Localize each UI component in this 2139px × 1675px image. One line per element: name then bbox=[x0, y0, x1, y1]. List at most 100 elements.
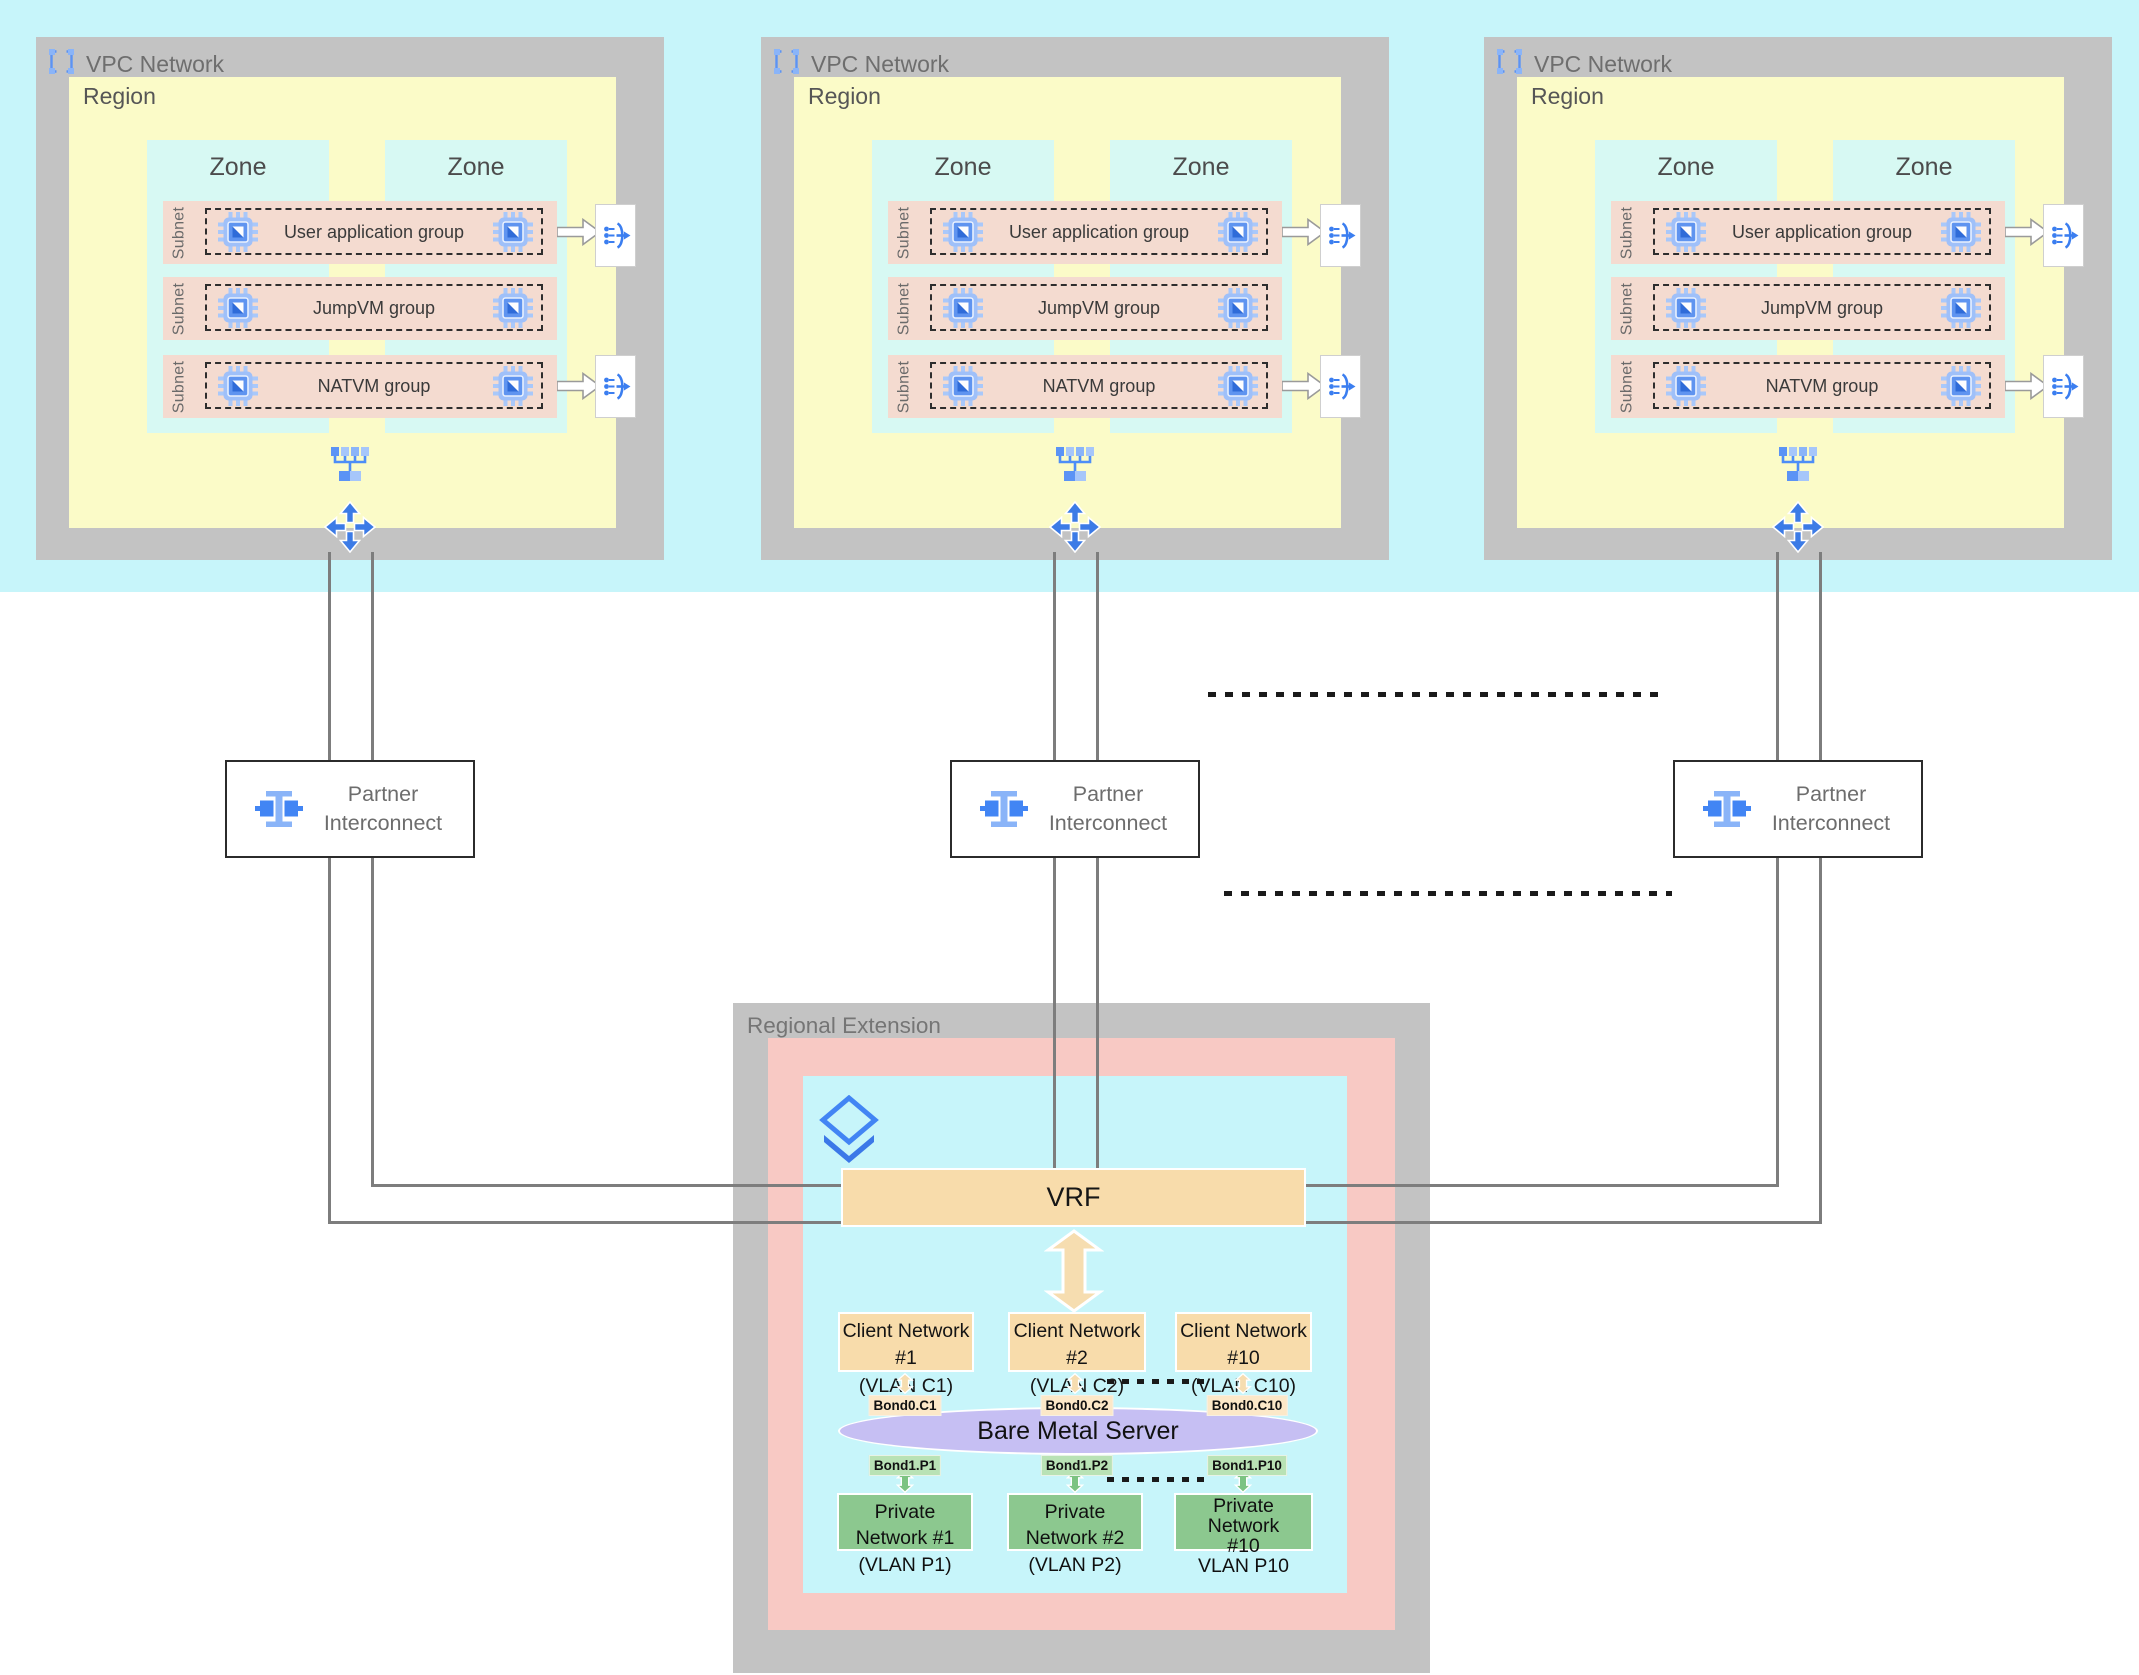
load-balancer-icon bbox=[601, 371, 631, 401]
vm-group-dashed-box bbox=[1653, 362, 1991, 409]
client-network-label: Client Network #10 bbox=[1180, 1320, 1307, 1370]
subnet-row: Subnet NATVM group bbox=[163, 355, 557, 418]
connector-line bbox=[1053, 552, 1056, 762]
vpc-network-block-2: VPC Network Region Zone Zone Subnet User… bbox=[761, 37, 1389, 560]
vpc-network-icon bbox=[48, 48, 75, 75]
region-title: Region bbox=[83, 83, 156, 109]
load-balancer-box bbox=[2043, 355, 2084, 418]
zone-title: Zone bbox=[209, 153, 267, 181]
region-title: Region bbox=[808, 83, 881, 109]
subnet-side-label: Subnet bbox=[1618, 206, 1636, 259]
vpc-network-title: VPC Network bbox=[811, 51, 950, 77]
private-network-label: Private Network #1 bbox=[855, 1501, 955, 1550]
client-network-box-2: Client Network #2 (VLAN C2) bbox=[1008, 1312, 1146, 1397]
dots-separator bbox=[1208, 692, 1666, 697]
bond0-label-2: Bond0.C2 bbox=[1040, 1395, 1114, 1416]
vm-group-dashed-box bbox=[930, 362, 1268, 409]
double-headed-arrow-icon bbox=[1234, 1373, 1252, 1394]
vm-group-dashed-box bbox=[205, 208, 543, 255]
subnet-side-label: Subnet bbox=[170, 360, 188, 413]
vm-group-dashed-box bbox=[930, 284, 1268, 331]
vm-group-label: NATVM group bbox=[317, 376, 431, 396]
client-network-label: Client Network #1 bbox=[842, 1320, 970, 1370]
private-network-label: Private Network bbox=[1207, 1495, 1280, 1537]
private-network-box-2: Private Network #2 (VLAN P2) bbox=[1007, 1493, 1143, 1576]
vm-group-label: User application group bbox=[1731, 222, 1913, 242]
zone-title: Zone bbox=[1172, 153, 1230, 181]
vm-group-dashed-box bbox=[930, 208, 1268, 255]
private-network-box-3: Private Network #10 VLAN P10 bbox=[1174, 1493, 1313, 1576]
region-title: Region bbox=[1531, 83, 1604, 109]
partner-interconnect-box-2: Partner Interconnect bbox=[950, 760, 1200, 858]
connector-line bbox=[1053, 856, 1056, 1170]
vm-group-dashed-box bbox=[205, 284, 543, 331]
connector-line bbox=[328, 1221, 843, 1224]
connector-line bbox=[371, 1184, 843, 1187]
partner-interconnect-label: Partner Interconnect bbox=[323, 781, 443, 835]
vrf-label: VRF bbox=[1046, 1182, 1101, 1212]
partner-interconnect-icon bbox=[1703, 786, 1751, 832]
vrf-bar: VRF bbox=[841, 1168, 1306, 1227]
load-balancer-icon bbox=[601, 220, 631, 250]
private-network-box-1: Private Network #1 (VLAN P1) bbox=[837, 1493, 973, 1576]
vm-group-label: JumpVM group bbox=[1037, 298, 1161, 318]
vm-group-dashed-box bbox=[1653, 284, 1991, 331]
subnet-row: Subnet NATVM group bbox=[1611, 355, 2005, 418]
zone-title: Zone bbox=[1657, 153, 1715, 181]
subnet-side-label: Subnet bbox=[170, 282, 188, 335]
load-balancer-box bbox=[595, 204, 636, 267]
private-network-number: #10 bbox=[1227, 1534, 1260, 1557]
subnet-side-label: Subnet bbox=[895, 282, 913, 335]
vrf-double-arrow-icon bbox=[1044, 1229, 1104, 1313]
connector-line bbox=[371, 552, 374, 762]
connector-line bbox=[328, 552, 331, 762]
vpc-network-title: VPC Network bbox=[1534, 51, 1673, 77]
load-balancer-icon bbox=[1326, 220, 1356, 250]
connector-line bbox=[371, 856, 374, 1187]
subnet-row: Subnet JumpVM group bbox=[163, 277, 557, 340]
connector-line bbox=[328, 856, 331, 1224]
bond0-label-1: Bond0.C1 bbox=[868, 1395, 942, 1416]
vpc-network-block-3: VPC Network Region Zone Zone Subnet User… bbox=[1484, 37, 2112, 560]
connector-line bbox=[1304, 1221, 1822, 1224]
stacked-layers-icon bbox=[818, 1095, 880, 1165]
private-network-label: Private Network #2 bbox=[1025, 1501, 1125, 1550]
vpc-network-icon bbox=[1496, 48, 1523, 75]
partner-interconnect-icon bbox=[980, 786, 1028, 832]
subnet-side-label: Subnet bbox=[895, 206, 913, 259]
private-network-vlan: (VLAN P2) bbox=[1028, 1553, 1122, 1576]
load-balancer-icon bbox=[2049, 220, 2079, 250]
client-network-box-3: Client Network #10 (VLAN C10) bbox=[1175, 1312, 1312, 1397]
zone-title: Zone bbox=[447, 153, 505, 181]
region-box: Region Zone Zone Subnet User application… bbox=[69, 77, 616, 528]
vpc-network-block-1: VPC Network Region Zone Zone Subnet User… bbox=[36, 37, 664, 560]
load-balancer-box bbox=[2043, 204, 2084, 267]
partner-interconnect-box-3: Partner Interconnect bbox=[1673, 760, 1923, 858]
partner-interconnect-icon bbox=[255, 786, 303, 832]
subnet-side-label: Subnet bbox=[170, 206, 188, 259]
subnet-row: Subnet User application group bbox=[163, 201, 557, 264]
subnet-row: Subnet NATVM group bbox=[888, 355, 1282, 418]
load-balancer-icon bbox=[1326, 371, 1356, 401]
vm-group-label: JumpVM group bbox=[1760, 298, 1884, 318]
vpc-network-title: VPC Network bbox=[86, 51, 225, 77]
dots-separator bbox=[1224, 891, 1672, 896]
connector-line bbox=[1819, 856, 1822, 1224]
subnet-side-label: Subnet bbox=[1618, 360, 1636, 413]
subnet-row: Subnet JumpVM group bbox=[1611, 277, 2005, 340]
dots-separator bbox=[1107, 1379, 1207, 1384]
connector-line bbox=[1776, 552, 1779, 762]
client-network-box-1: Client Network #1 (VLAN C1) bbox=[838, 1312, 974, 1397]
private-network-vlan: VLAN P10 bbox=[1197, 1554, 1290, 1577]
subnet-row: Subnet User application group bbox=[888, 201, 1282, 264]
zone-title: Zone bbox=[934, 153, 992, 181]
subnet-side-label: Subnet bbox=[1618, 282, 1636, 335]
partner-interconnect-label: Partner Interconnect bbox=[1048, 781, 1168, 835]
regional-extension-title: Regional Extension bbox=[747, 1013, 941, 1038]
partner-interconnect-label: Partner Interconnect bbox=[1771, 781, 1891, 835]
client-network-label: Client Network #2 bbox=[1013, 1320, 1141, 1370]
load-balancer-icon bbox=[2049, 371, 2079, 401]
vm-group-label: NATVM group bbox=[1765, 376, 1879, 396]
subnet-row: Subnet JumpVM group bbox=[888, 277, 1282, 340]
vpc-network-icon bbox=[773, 48, 800, 75]
